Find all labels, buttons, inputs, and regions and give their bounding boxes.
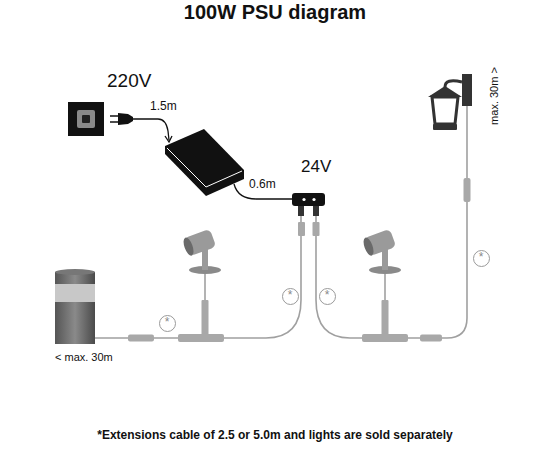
psu-edge — [167, 148, 242, 187]
voltage-label: 24V — [301, 157, 331, 177]
hub-plug — [298, 206, 304, 216]
spotlight-head — [182, 229, 217, 257]
spotlight-lens — [362, 236, 376, 257]
footnote-caption: *Extensions cable of 2.5 or 5.0m and lig… — [0, 428, 550, 442]
extension-connector — [128, 335, 154, 342]
voltage-label: 220V — [107, 70, 151, 92]
cable-length: 1.5m — [150, 99, 177, 113]
t-connector — [178, 334, 224, 342]
asterisk-mark: * — [320, 289, 335, 302]
plug-pin — [110, 121, 118, 123]
hub-plug — [313, 206, 319, 216]
max-length-note: max. 30m > — [488, 67, 500, 125]
extension-connector — [464, 178, 471, 202]
spot-cable — [384, 272, 386, 300]
plug-body — [118, 113, 133, 125]
lantern-base — [433, 124, 457, 130]
spot-cable — [204, 272, 206, 300]
wall-socket — [68, 102, 104, 136]
cable-connector — [298, 222, 305, 236]
spotlight-head — [362, 229, 397, 257]
mains-cable — [133, 119, 169, 140]
cable-length: 0.6m — [249, 177, 276, 191]
connector-hub — [292, 193, 325, 206]
asterisk-mark: * — [283, 289, 298, 302]
hub-port — [312, 198, 315, 201]
lantern-cap — [428, 86, 462, 97]
asterisk-mark: * — [160, 316, 175, 329]
lantern-wall-plate — [462, 74, 472, 106]
extension-connector — [420, 335, 442, 342]
extension-marker: * — [473, 250, 490, 267]
cable-connector — [313, 222, 320, 236]
diagram-title: 100W PSU diagram — [0, 1, 550, 24]
socket-face — [77, 110, 95, 128]
outdoor-cable — [316, 106, 467, 338]
plug-pin — [110, 115, 118, 117]
extension-marker: * — [159, 315, 176, 332]
asterisk-mark: * — [474, 251, 489, 264]
extension-marker: * — [282, 288, 299, 305]
bollard-light — [55, 272, 95, 344]
lantern-glass — [432, 97, 458, 124]
cable-arrow — [165, 136, 172, 142]
power-supply — [165, 129, 244, 196]
bollard-diffuser — [55, 284, 95, 302]
extension-marker: * — [319, 288, 336, 305]
t-connector-stem — [382, 300, 389, 336]
max-length-note: < max. 30m — [55, 351, 113, 363]
outdoor-cable — [95, 216, 301, 338]
lantern-arm — [445, 81, 462, 87]
t-connector-stem — [202, 300, 209, 336]
socket-hole — [82, 115, 90, 123]
bollard-cap — [55, 269, 95, 275]
hub-port — [302, 198, 305, 201]
spotlight-lens — [182, 236, 196, 257]
